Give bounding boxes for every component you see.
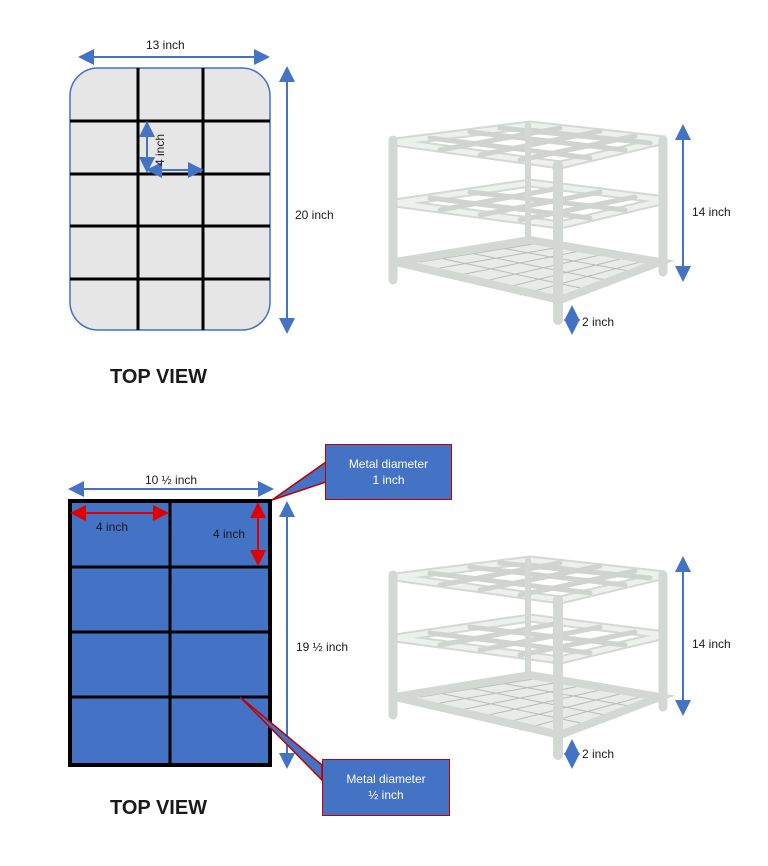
top-view-label-1: TOP VIEW xyxy=(110,366,208,388)
callout-metal-diameter-half: Metal diameter ½ inch xyxy=(322,759,450,816)
callout-metal-diameter-1: Metal diameter 1 inch xyxy=(325,444,452,500)
rack-height-label-1: 14 inch xyxy=(692,205,731,219)
cell-width-label-2: 4 inch xyxy=(96,520,129,534)
top-view-grid-1 xyxy=(69,67,271,331)
top-view-label-2: TOP VIEW xyxy=(110,797,208,819)
height-label-2: 19 ½ inch xyxy=(296,640,349,654)
leg-height-label-1: 2 inch xyxy=(582,315,615,329)
width-label-2: 10 ½ inch xyxy=(145,473,198,487)
width-label-1: 13 inch xyxy=(146,38,185,52)
cell-height-label-2: 4 inch xyxy=(213,527,246,541)
rack-illustration-1 xyxy=(388,120,676,325)
rack-height-label-2: 14 inch xyxy=(692,637,731,651)
leg-height-label-2: 2 inch xyxy=(582,747,615,761)
cell-label-1: 4 inch xyxy=(153,133,167,166)
rack-illustration-2 xyxy=(388,555,676,760)
callout-pointer-top xyxy=(271,460,327,501)
height-label-1: 20 inch xyxy=(295,208,334,222)
top-view-grid-2 xyxy=(68,499,272,767)
